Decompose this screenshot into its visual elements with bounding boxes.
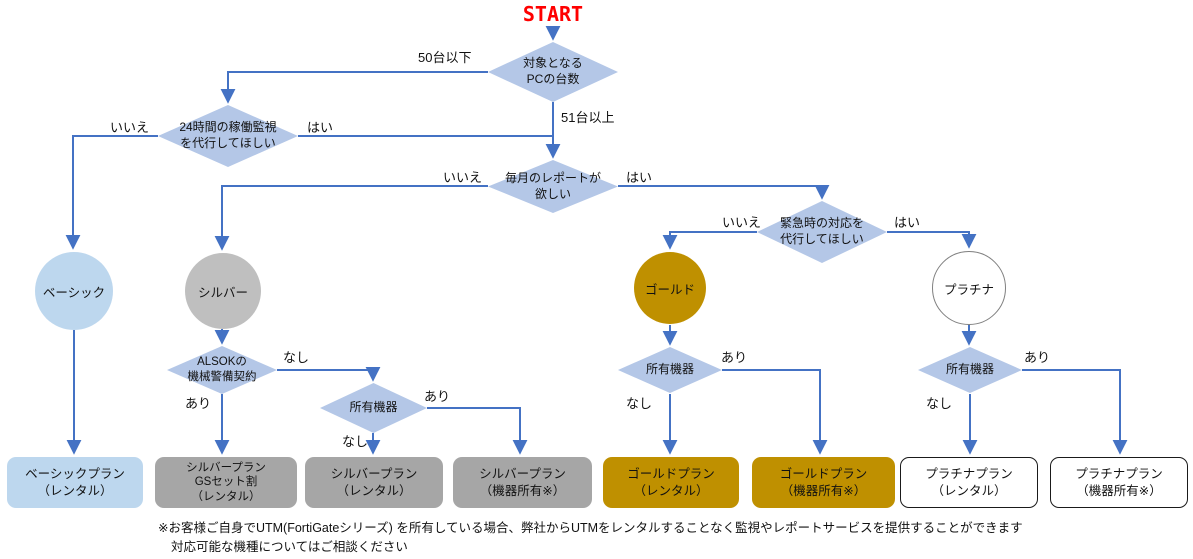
branch-label-emergency-yes: はい bbox=[894, 215, 921, 230]
connector-alsok-nashi bbox=[277, 366, 381, 382]
branch-label-devgold-nashi: なし bbox=[626, 396, 653, 411]
branch-label-devsilver-ari: あり bbox=[424, 389, 451, 404]
branch-label-devplatinum-nashi: なし bbox=[926, 396, 953, 411]
decision-monthly-report: 毎月のレポートが 欲しい bbox=[488, 160, 618, 213]
branch-label-under50: 50台以下 bbox=[418, 50, 472, 65]
plan-platinum-rental: プラチナプラン （レンタル） bbox=[900, 457, 1038, 508]
branch-label-emergency-no: いいえ bbox=[722, 215, 762, 230]
plan-silver-gs-set: シルバープラン GSセット割 （レンタル） bbox=[155, 457, 297, 508]
decision-devices-platinum: 所有機器 bbox=[918, 347, 1022, 393]
connector-pccount-under50 bbox=[220, 71, 488, 104]
connector-devplatinum-ari bbox=[1022, 369, 1128, 455]
plan-gold-owned: ゴールドプラン （機器所有※） bbox=[752, 457, 895, 508]
tier-circle-platinum: プラチナ bbox=[932, 251, 1006, 325]
decision-devices-platinum-text: 所有機器 bbox=[945, 362, 994, 377]
connector-emergency-yes bbox=[887, 231, 977, 249]
branch-label-report-yes: はい bbox=[626, 170, 653, 185]
connector-devgold-ari bbox=[722, 369, 828, 455]
connector-report-yes bbox=[618, 184, 830, 200]
decision-monitor24h-text: 24時間の稼働監視 を代行してほしい bbox=[179, 120, 277, 150]
branch-label-report-no: いいえ bbox=[443, 170, 483, 185]
plan-silver-rental: シルバープラン （レンタル） bbox=[305, 457, 443, 508]
decision-emergency: 緊急時の対応を 代行してほしい bbox=[757, 201, 887, 263]
decision-alsok: ALSOKの 機械警備契約 bbox=[167, 346, 277, 394]
branch-label-alsok-ari: あり bbox=[185, 396, 212, 411]
connector-devsilver-ari bbox=[427, 407, 528, 455]
decision-monitor24h: 24時間の稼働監視 を代行してほしい bbox=[158, 105, 298, 167]
decision-pc-count-text: 対象となる PCの台数 bbox=[523, 56, 583, 86]
decision-devices-gold-text: 所有機器 bbox=[645, 362, 694, 377]
tier-circle-basic: ベーシック bbox=[35, 252, 113, 330]
plan-silver-owned: シルバープラン （機器所有※） bbox=[453, 457, 592, 508]
tier-circle-silver: シルバー bbox=[185, 253, 261, 329]
footnote-line1: ※お客様ご自身でUTM(FortiGateシリーズ) を所有している場合、弊社か… bbox=[158, 521, 1023, 535]
connector-emergency-no bbox=[662, 231, 757, 250]
footnote-line2: 対応可能な機種についてはご相談ください bbox=[171, 539, 408, 554]
branch-label-devplatinum-ari: あり bbox=[1024, 350, 1051, 365]
branch-label-devsilver-nashi: なし bbox=[342, 434, 369, 449]
decision-devices-silver: 所有機器 bbox=[320, 383, 427, 433]
decision-devices-silver-text: 所有機器 bbox=[349, 400, 398, 415]
branch-label-monitor24h-no: いいえ bbox=[110, 120, 150, 135]
branch-label-monitor24h-yes: はい bbox=[307, 120, 334, 135]
decision-monthly-report-text: 毎月のレポートが 欲しい bbox=[504, 170, 601, 201]
tier-circle-gold: ゴールド bbox=[634, 252, 706, 324]
branch-label-alsok-nashi: なし bbox=[283, 350, 310, 365]
branch-label-over51: 51台以上 bbox=[561, 110, 615, 125]
connector-monitor24h-no bbox=[65, 135, 158, 250]
plan-basic-rental: ベーシックプラン （レンタル） bbox=[7, 457, 143, 508]
plan-gold-rental: ゴールドプラン （レンタル） bbox=[603, 457, 739, 508]
decision-pc-count: 対象となる PCの台数 bbox=[488, 42, 618, 102]
decision-emergency-text: 緊急時の対応を 代行してほしい bbox=[779, 216, 864, 246]
footnote: ※お客様ご自身でUTM(FortiGateシリーズ) を所有している場合、弊社か… bbox=[158, 519, 1023, 557]
plan-platinum-owned: プラチナプラン （機器所有※） bbox=[1050, 457, 1188, 508]
connector-report-no bbox=[214, 185, 488, 251]
start-label: START bbox=[522, 2, 584, 26]
decision-alsok-text: ALSOKの 機械警備契約 bbox=[187, 356, 257, 383]
branch-label-devgold-ari: あり bbox=[721, 350, 748, 365]
decision-devices-gold: 所有機器 bbox=[618, 347, 722, 393]
